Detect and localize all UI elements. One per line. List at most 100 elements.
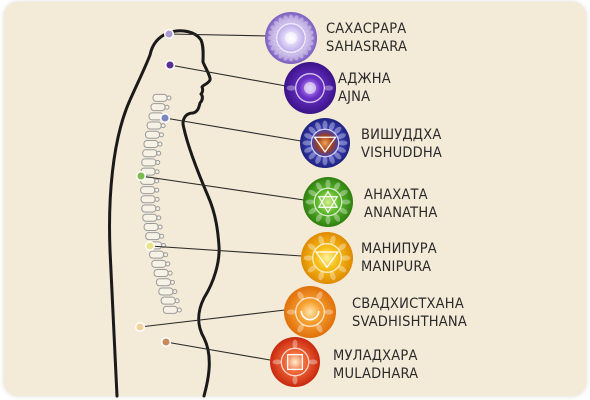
emblem-petal [307, 265, 316, 273]
vertebra-process [154, 178, 160, 184]
emblem-petal [329, 271, 336, 281]
chakra-point [134, 321, 146, 333]
emblem-petal [297, 17, 304, 27]
chakra-name-en: MANIPURA [361, 259, 432, 275]
emblem-petal [304, 133, 313, 139]
emblem-petal [324, 309, 334, 315]
vertebra [140, 186, 156, 195]
emblem-symbol [317, 190, 339, 208]
chakra-name-en: AJNA [338, 89, 371, 105]
emblem-petal [293, 51, 299, 61]
emblem-petal [273, 20, 282, 29]
emblem-petal [333, 182, 341, 191]
emblem-petal [338, 265, 347, 273]
vertebra [160, 296, 176, 305]
emblem-petal [304, 30, 314, 36]
emblem-petal [267, 35, 277, 41]
emblem-petal [318, 271, 325, 281]
vertebra-process [155, 160, 161, 166]
chakra-label-sahasrara: САХАСРАРА SAHASRARA [326, 20, 407, 56]
emblem-petal [338, 243, 347, 251]
chakra-label-anahata: АНАХАТА ANANATHA [364, 186, 437, 222]
connector-lines [139, 33, 305, 361]
emblem-petal [288, 52, 294, 62]
vertebra-process [163, 252, 169, 258]
emblem-petal [278, 49, 285, 59]
emblem-petal [300, 47, 309, 56]
chakra-points [134, 28, 176, 348]
emblem-disc [300, 118, 350, 168]
emblem-petal [329, 155, 335, 164]
emblem-symbol [314, 251, 340, 269]
chakra-emblem [300, 118, 350, 168]
emblem-petal [272, 359, 282, 365]
emblem-petal [329, 235, 336, 245]
emblem-petal [300, 20, 309, 29]
vertebra-process [167, 270, 173, 276]
emblem-petal [286, 85, 296, 91]
emblem-petal [334, 126, 342, 134]
vertebra [145, 232, 161, 241]
vertebra-process [157, 224, 163, 230]
emblem-petal [322, 156, 328, 166]
chakra-label-svadhishthana: СВАДХИСТХАНА SVADHISHTHANA [352, 295, 467, 331]
vertebra-process [164, 104, 170, 110]
emblem-petal [268, 30, 278, 36]
chakra-label-manipura: МАНИПУРА MANIPURA [361, 240, 437, 276]
vertebra-process [172, 289, 178, 295]
emblem-petal [322, 120, 328, 130]
vertebra [149, 250, 165, 259]
chakra-label-vishuddha: ВИШУДДХА VISHUDDHA [361, 126, 442, 162]
connector-line [169, 64, 287, 87]
emblem-petal [308, 359, 318, 365]
emblem-petal [288, 14, 294, 24]
emblem-petal [283, 15, 289, 25]
emblem-petal [337, 147, 346, 153]
vertebra-process [155, 206, 161, 212]
emblem-petal [325, 215, 331, 225]
emblem-petal [334, 152, 342, 160]
chakra-point [135, 170, 147, 182]
vertebra [140, 195, 156, 204]
chakra-name-en: SAHASRARA [326, 39, 408, 55]
emblem-petal [297, 291, 304, 301]
vertebra [158, 287, 174, 296]
emblem-petal [270, 44, 280, 51]
emblem-symbol [284, 31, 298, 45]
emblem-symbol [313, 136, 337, 154]
emblem-symbol [303, 81, 317, 95]
emblem-petal [303, 255, 313, 261]
vertebra-process [157, 141, 163, 147]
emblem-petal [304, 147, 313, 153]
chakra-name-en: ANANATHA [364, 205, 438, 221]
emblem-petal [283, 51, 289, 61]
emblem-petal [268, 40, 278, 46]
emblem-petal [302, 44, 312, 51]
emblem-symbol [317, 196, 339, 214]
connector-line [164, 117, 302, 142]
emblem-petal [305, 35, 315, 41]
emblem-petal [292, 375, 298, 385]
chakra-name-en: SVADHISHTHANA [352, 314, 467, 330]
chakra-name-en: MULADHARA [333, 366, 419, 382]
vertebra-process [154, 196, 160, 202]
chakra-name-ru: АНАХАТА [364, 187, 428, 203]
vertebra-process [156, 215, 162, 221]
chakra-emblem [301, 232, 353, 284]
emblem-disc [303, 177, 353, 227]
emblem-petal [315, 155, 321, 164]
vertebra [151, 259, 167, 268]
emblem-petal [302, 25, 312, 32]
emblem-petal [316, 323, 323, 333]
body-silhouette [108, 29, 221, 398]
chakra-point [160, 336, 172, 348]
vertebra-process [154, 169, 160, 175]
chakra-emblem [265, 12, 317, 64]
emblem-ring [276, 23, 306, 53]
vertebra [141, 158, 157, 167]
emblem-petal [333, 213, 341, 222]
emblem-petal [308, 189, 317, 197]
emblem-petal [338, 140, 348, 146]
vertebra-process [166, 95, 172, 101]
connector-line [165, 341, 271, 361]
